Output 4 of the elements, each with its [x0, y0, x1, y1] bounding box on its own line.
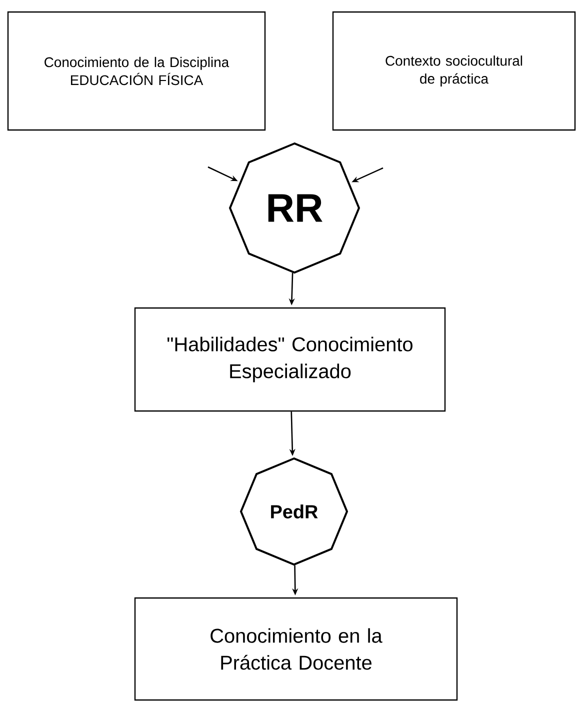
text-box: Contexto sociocultural de práctica	[332, 11, 576, 131]
text-box: Conocimiento en la Práctica Docente	[134, 597, 458, 701]
text-box: Conocimiento de la Disciplina EDUCACIÓN FÍSICA	[7, 11, 266, 131]
text-box: "Habilidades" Conocimiento Especializado	[134, 307, 446, 412]
